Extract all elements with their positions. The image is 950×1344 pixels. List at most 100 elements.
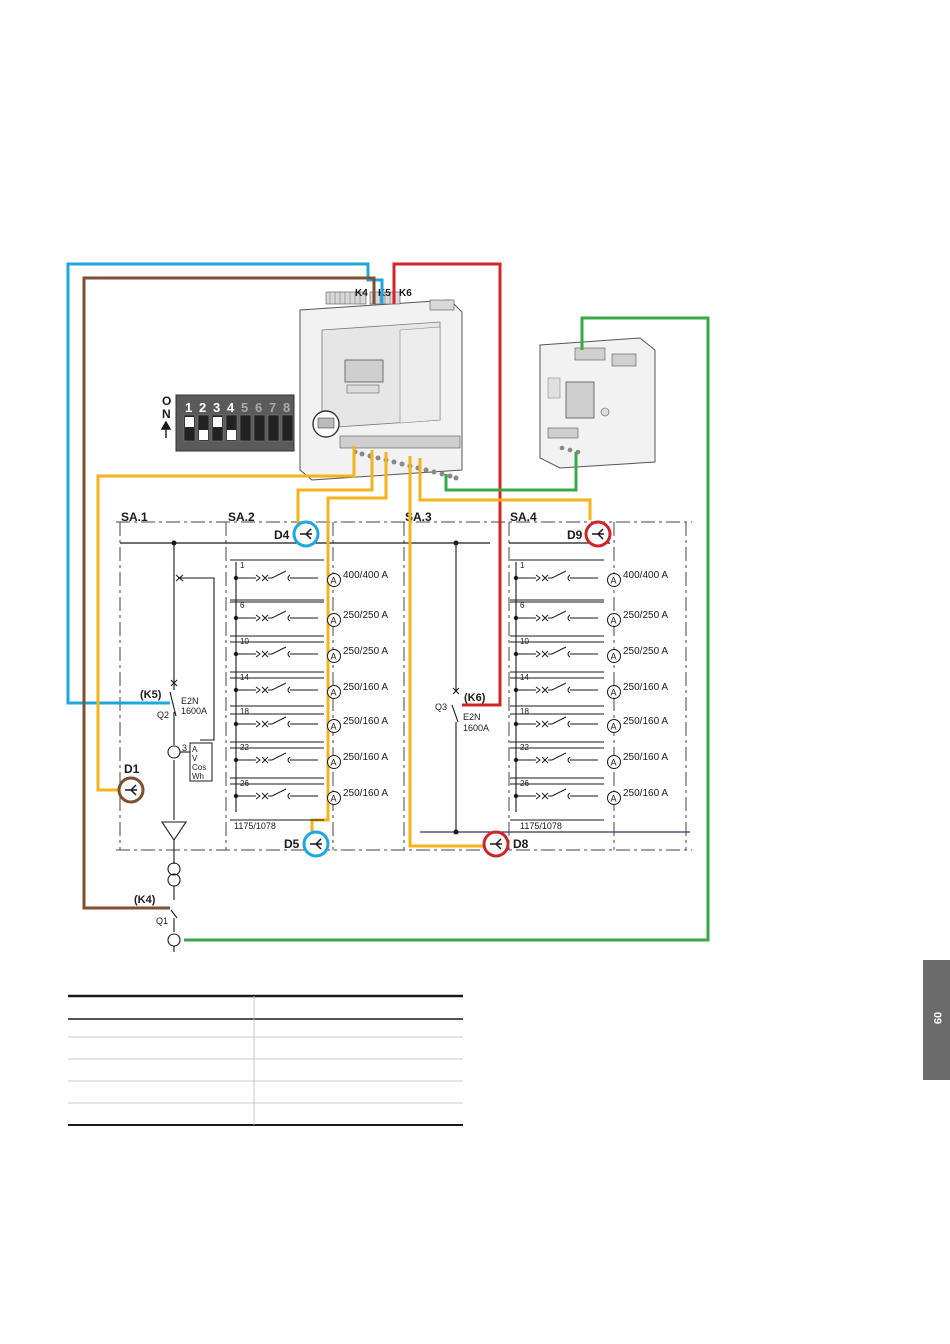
multimeter-box: [189, 742, 213, 782]
ammeter-symbol: A: [331, 576, 337, 586]
legend-table: [68, 994, 463, 1126]
ammeter-symbol: A: [611, 652, 617, 662]
feeder-breaker: [516, 646, 598, 658]
feeder-breaker: [516, 752, 598, 764]
dip-on-label-n: N: [162, 407, 171, 421]
feeder-rating: 250/160 A: [343, 752, 388, 763]
ammeter-symbol: A: [331, 688, 337, 698]
relay-k6-label: K6: [399, 288, 412, 299]
q2-type: E2N: [181, 696, 199, 706]
q1-relay-label: (K4): [134, 894, 156, 906]
feeder-rating: 250/160 A: [343, 716, 388, 727]
arrow-up-icon: [160, 420, 172, 438]
ammeter-symbol: A: [611, 758, 617, 768]
ammeter-symbol: A: [331, 794, 337, 804]
feeder-row: 10A 250/250 A: [230, 635, 388, 679]
ammeter-icon: [607, 685, 621, 699]
device-d4-label: D4: [274, 528, 290, 542]
ammeter-symbol: A: [611, 616, 617, 626]
wire-orange-d8: [408, 456, 486, 848]
feeder-number: 26: [240, 779, 249, 788]
feeder-number: 22: [520, 743, 529, 752]
wire-blue-k5: [66, 262, 384, 705]
feeder-number: 6: [240, 601, 245, 610]
dip-num-8: 8: [283, 400, 290, 415]
dip-num-6: 6: [255, 400, 262, 415]
sa2-dimension: 1175/1078: [234, 821, 276, 831]
wire-orange-d4: [296, 450, 374, 534]
feeder-number: 22: [240, 743, 249, 752]
feeder-breaker: [516, 610, 598, 622]
ammeter-symbol: A: [331, 758, 337, 768]
feeder-number: 10: [240, 637, 249, 646]
relay-k5-label: K5: [378, 288, 391, 299]
feeder-number: 14: [520, 673, 529, 682]
q2-rating: 1600A: [181, 706, 207, 716]
section-sa1-label: SA.1: [121, 510, 148, 524]
meter-line-cos: Cos: [192, 763, 206, 772]
wire-red-k6: [392, 262, 502, 707]
feeder-breaker: [236, 570, 318, 582]
feeder-breaker: [236, 716, 318, 728]
plug-device-icon: [592, 528, 604, 540]
main-controller-unit: [299, 291, 463, 481]
ammeter-symbol: A: [611, 688, 617, 698]
section-sa2-label: SA.2: [228, 510, 255, 524]
ammeter-icon: [607, 649, 621, 663]
feeder-number: 18: [520, 707, 529, 716]
q2-relay-label: (K5): [140, 689, 162, 701]
plug-device-icon: [310, 838, 322, 850]
wire-green-bus: [184, 316, 710, 942]
section-sa3-label: SA.3: [405, 510, 432, 524]
q1-name: Q1: [156, 916, 168, 926]
feeder-breaker: [236, 788, 318, 800]
feeder-number: 14: [240, 673, 249, 682]
wire-brown-k4: [82, 276, 376, 910]
meter-line-a: A: [192, 745, 198, 754]
feeder-row: 22A 250/160 A: [230, 741, 388, 785]
device-d9: [584, 520, 612, 548]
q3-rating: 1600A: [463, 723, 489, 733]
feeder-rating: 250/250 A: [343, 646, 388, 657]
wire-green-link: [444, 452, 578, 492]
ammeter-symbol: A: [611, 794, 617, 804]
feeder-rating: 250/250 A: [623, 646, 668, 657]
device-d5-label: D5: [284, 837, 300, 851]
ammeter-symbol: A: [611, 576, 617, 586]
ammeter-icon: [607, 755, 621, 769]
ammeter-icon: [607, 573, 621, 587]
ammeter-symbol: A: [331, 616, 337, 626]
sa3-junction: [453, 540, 459, 546]
sa3-incomer: [451, 543, 460, 832]
dip-num-1: 1: [185, 400, 192, 415]
switchboard-frame: [116, 521, 692, 851]
sa3-bottom-junction: [453, 829, 459, 835]
device-d8-label: D8: [513, 837, 529, 851]
ammeter-symbol: A: [331, 652, 337, 662]
ammeter-icon: [327, 613, 341, 627]
feeder-rating: 250/250 A: [623, 610, 668, 621]
ammeter-icon: [327, 719, 341, 733]
feeder-breaker: [236, 646, 318, 658]
device-d4: [292, 520, 320, 548]
ammeter-icon: [327, 573, 341, 587]
plug-device-icon: [125, 784, 137, 796]
relay-k4-label: K4: [355, 288, 368, 299]
section-sa4-label: SA.4: [510, 510, 537, 524]
device-d8: [482, 830, 510, 858]
feeder-number: 18: [240, 707, 249, 716]
sa1-incomer: [160, 543, 215, 952]
dip-num-2: 2: [199, 400, 206, 415]
ammeter-icon: [607, 719, 621, 733]
sa4-dimension: 1175/1078: [520, 821, 562, 831]
